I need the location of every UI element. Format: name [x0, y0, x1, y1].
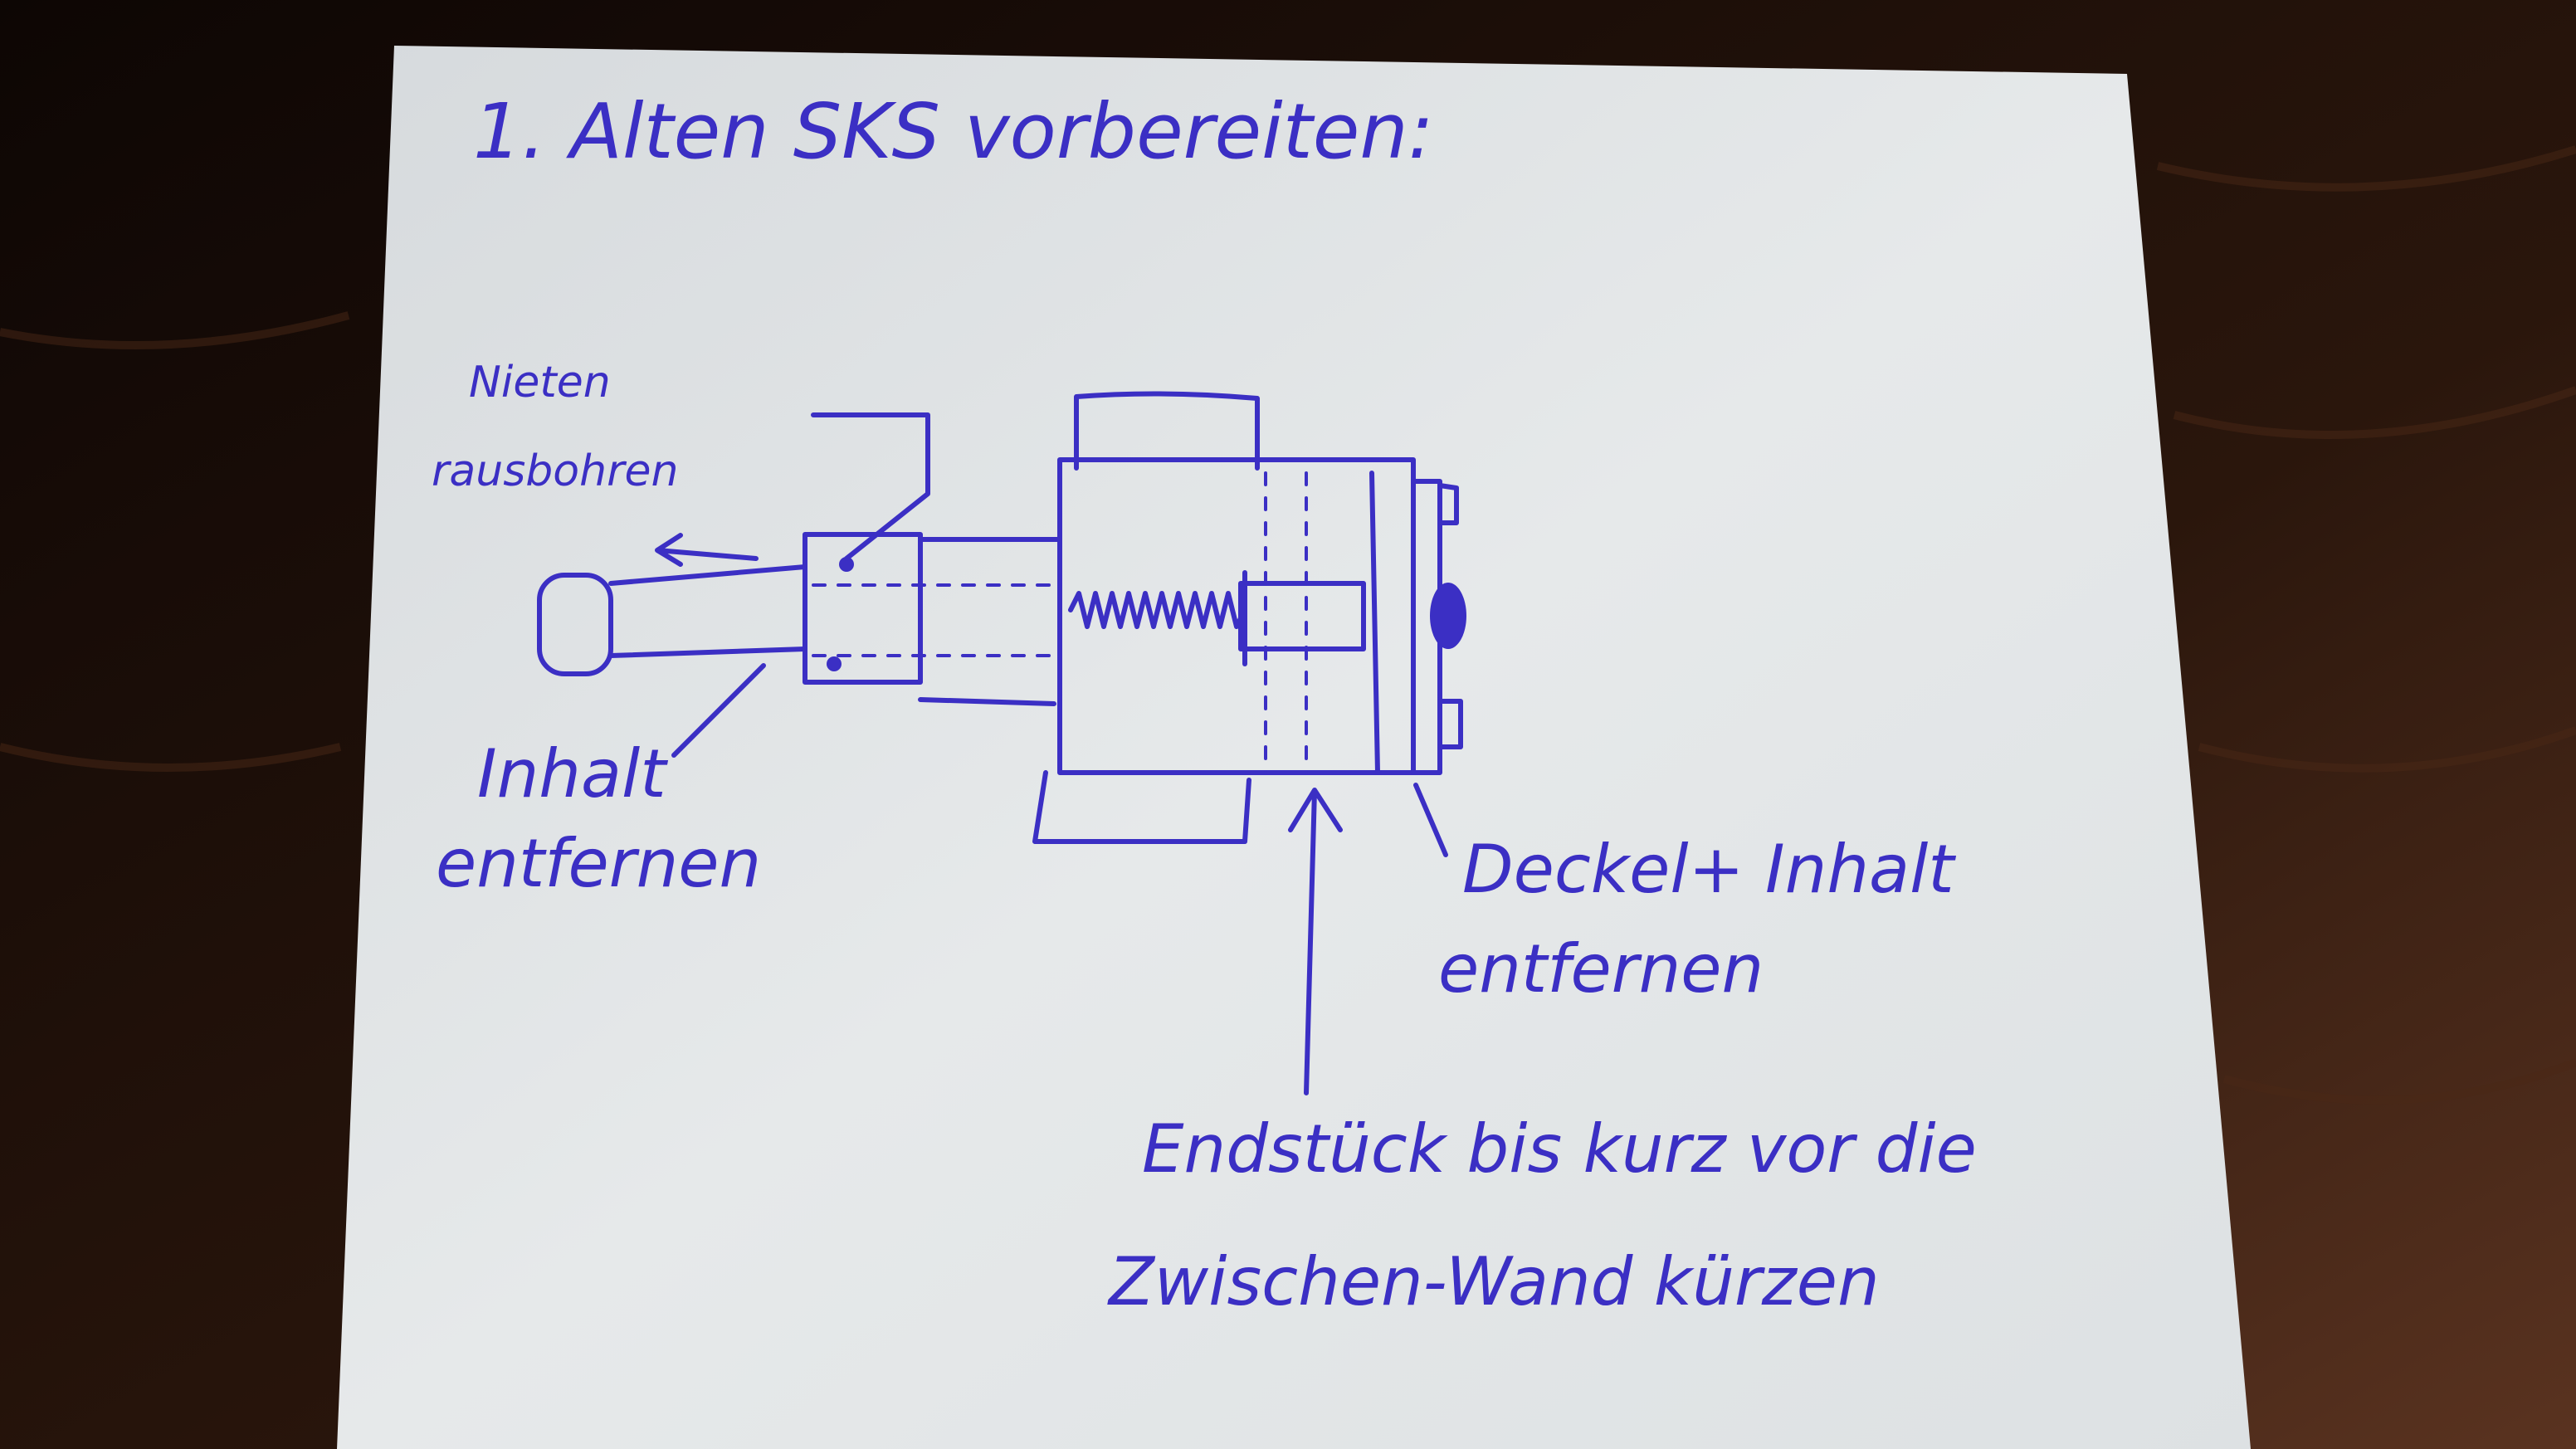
label-endpiece-line2: Zwischen-Wand kürzen	[1107, 1243, 1880, 1320]
outer-tube	[918, 537, 1062, 706]
partition-wall	[1264, 471, 1308, 774]
label-rivets-line1: Nieten	[469, 358, 611, 407]
rivets-leader	[811, 412, 930, 561]
sketch-device	[537, 391, 1466, 844]
contents-leader	[671, 663, 766, 758]
cover-plate	[1369, 471, 1442, 775]
cover-tabs	[1437, 483, 1463, 749]
piston	[1238, 581, 1366, 651]
top-bump	[1074, 391, 1260, 471]
cover-knob	[1430, 583, 1466, 649]
wood-grain	[0, 145, 2576, 1105]
label-cover-line1: Deckel+ Inhalt	[1462, 831, 1956, 908]
rivet	[827, 656, 842, 671]
annotation-lines	[655, 412, 1448, 1095]
paper-sheet	[337, 46, 2251, 1449]
end-cap	[537, 573, 613, 676]
rivet-box	[803, 532, 923, 685]
endpiece-arrow-up	[1288, 788, 1343, 1095]
label-contents-line2: entfernen	[436, 825, 761, 902]
bottom-foot	[1032, 770, 1251, 844]
end-tube	[608, 564, 807, 658]
label-endpiece-line1: Endstück bis kurz vor die	[1142, 1110, 1977, 1188]
remove-arrow-left	[655, 533, 759, 567]
inner-dashed	[812, 583, 1061, 657]
label-cover-line2: entfernen	[1438, 930, 1764, 1007]
cover-leader	[1413, 783, 1448, 857]
label-contents-line1: Inhalt	[477, 735, 668, 812]
page-title: 1. Alten SKS vorbereiten:	[473, 87, 1434, 176]
rivet	[839, 557, 854, 572]
label-rivets-line2: rausbohren	[432, 446, 678, 496]
spring	[1068, 591, 1247, 629]
